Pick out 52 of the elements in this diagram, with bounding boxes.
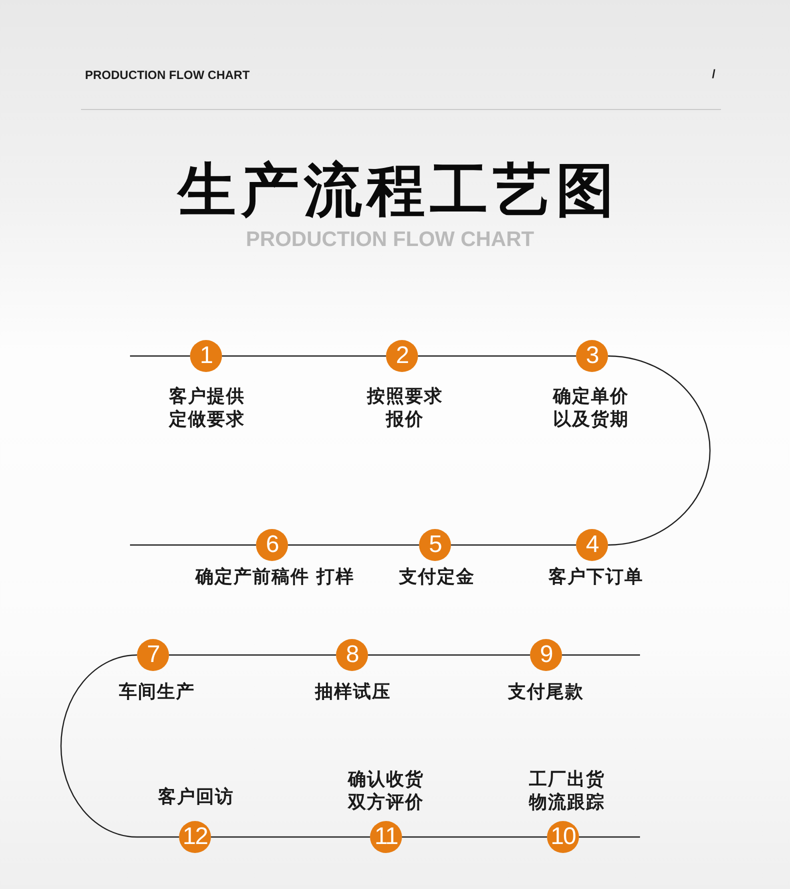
connector-line [130,355,190,357]
connector-line [402,836,547,838]
step-label: 客户回访 [158,786,234,808]
step-circle [419,529,451,561]
step-label: 工厂出货物流跟踪 [528,768,606,814]
step-circle [256,529,288,561]
step-circle [370,821,402,853]
step-number: 2 [396,343,408,369]
step-label: 车间生产 [119,680,195,704]
step-label: 支付尾款 [508,680,584,704]
header-slash: / [712,67,716,81]
connector-line [418,355,576,357]
step-label: 客户提供定做要求 [168,385,246,431]
step-label: 客户下订单 [548,566,644,588]
step-circle [336,639,368,671]
step-number: 1 [200,343,212,369]
step-number: 11 [374,824,398,850]
step-label: 抽样试压 [315,680,391,704]
connector-line [60,654,179,838]
step-number: 6 [266,532,278,558]
header-text: PRODUCTION FLOW CHART [85,68,250,82]
connector-line [451,544,576,546]
connector-line [579,836,640,838]
step-number: 10 [550,824,576,850]
step-number: 8 [346,642,358,668]
step-circle [386,340,418,372]
step-number: 3 [586,343,598,369]
step-label: 按照要求报价 [366,385,444,431]
step-label: 确定产前稿件 打样 [195,566,355,588]
step-number: 7 [146,642,160,668]
step-number: 9 [540,642,552,668]
connector-line [130,544,256,546]
step-circle [190,340,222,372]
connector-line [222,355,386,357]
step-number: 4 [586,532,598,558]
step-label: 确定单价以及货期 [552,385,630,431]
connector-line [288,544,419,546]
connector-line [211,836,370,838]
connector-line [608,355,710,546]
step-number: 5 [428,532,442,558]
step-label: 确认收货双方评价 [346,768,425,814]
connector-line [169,654,336,656]
step-number: 12 [182,824,208,850]
connector-line [562,654,640,656]
step-circle [576,340,608,372]
step-circle [137,639,169,671]
page-subtitle: PRODUCTION FLOW CHART [246,228,534,252]
page-title: 生产流程工艺图 [176,157,619,223]
connector-line [368,654,530,656]
step-circle [576,529,608,561]
step-label: 支付定金 [399,566,475,588]
step-circle [530,639,562,671]
